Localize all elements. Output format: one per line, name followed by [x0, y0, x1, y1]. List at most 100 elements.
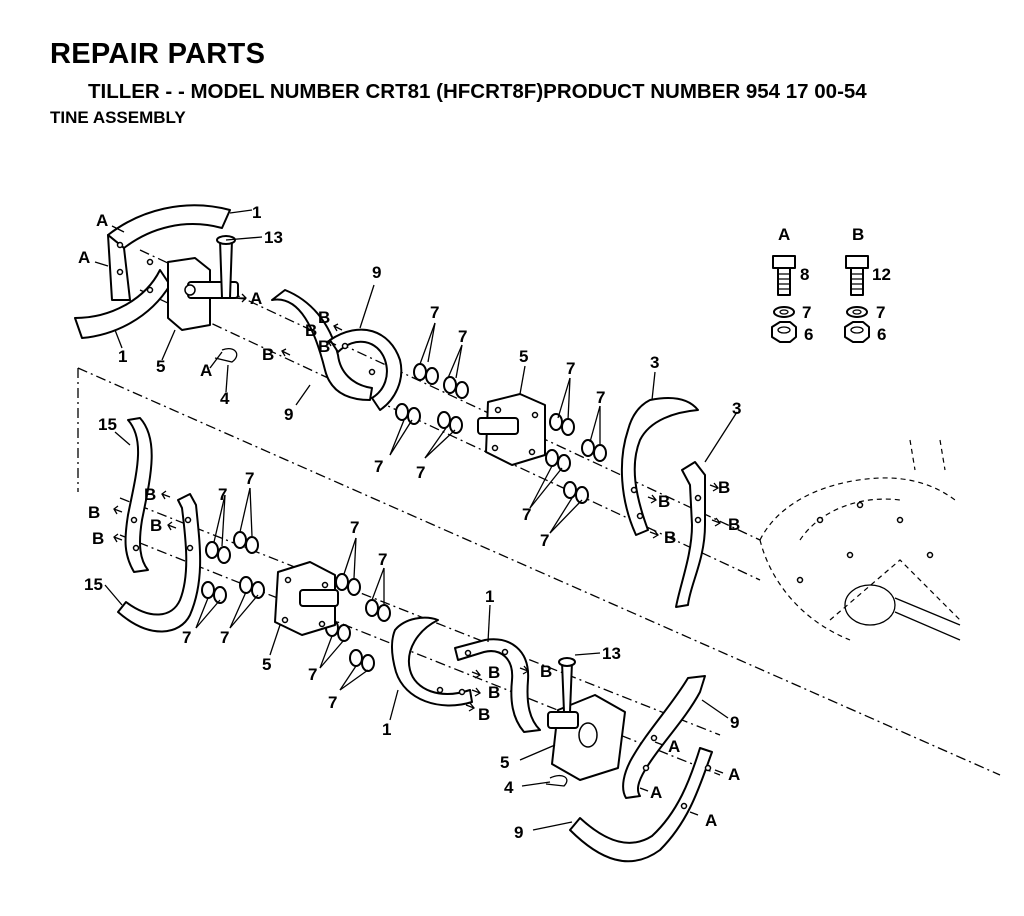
- callout-4: 4: [220, 389, 230, 408]
- section-title: TINE ASSEMBLY: [50, 108, 186, 127]
- callout-b: B: [664, 528, 676, 547]
- callout-9: 9: [284, 405, 293, 424]
- callout-a: A: [728, 765, 740, 784]
- callout-9: 9: [372, 263, 381, 282]
- callout-7: 7: [430, 303, 439, 322]
- callout-7: 7: [218, 485, 227, 504]
- callout-5: 5: [519, 347, 528, 366]
- callout-9: 9: [730, 713, 739, 732]
- callout-7: 7: [458, 327, 467, 346]
- callout-b: B: [318, 308, 330, 327]
- callout-b: B: [540, 662, 552, 681]
- callout-7: 7: [308, 665, 317, 684]
- callout-7: 7: [245, 469, 254, 488]
- callout-a: A: [650, 783, 662, 802]
- callout-4: 4: [504, 778, 514, 797]
- callout-7: 7: [220, 628, 229, 647]
- callout-1: 1: [118, 347, 127, 366]
- callout-b: B: [718, 478, 730, 497]
- callout-b: B: [478, 705, 490, 724]
- callout-b: B: [488, 683, 500, 702]
- callout-labels: 1 13 A A A 1 5 A 4 9 B B B B 9 7 7 5 7 7…: [78, 203, 741, 842]
- callout-7: 7: [378, 550, 387, 569]
- callout-a: A: [250, 289, 262, 308]
- arrow-markers: [113, 293, 724, 816]
- clevis-pin-13: [219, 239, 233, 299]
- nut-6-icon: [844, 321, 870, 343]
- bolt-8-icon: [772, 255, 796, 296]
- section-divider: [77, 367, 1001, 776]
- lower-middle-tines: [391, 616, 541, 733]
- callout-7: 7: [350, 518, 359, 537]
- hairpin-clip-4-lower: [545, 774, 568, 787]
- hub-plate-upper: [477, 393, 546, 466]
- callout-7: 7: [540, 531, 549, 550]
- callout-3: 3: [650, 353, 659, 372]
- clevis-pin-13-lower: [561, 661, 573, 713]
- callout-b: B: [88, 503, 100, 522]
- hairpin-clip-4: [214, 348, 238, 363]
- legend-bolt-a-number: 8: [800, 265, 809, 284]
- washers-upper-group: [395, 363, 607, 504]
- tine-1-lower-a: [391, 616, 473, 707]
- legend-washer-b-number: 7: [876, 303, 885, 322]
- upper-middle-tines: [271, 289, 403, 411]
- callout-b: B: [262, 345, 274, 364]
- callout-7: 7: [596, 388, 605, 407]
- callout-13: 13: [602, 644, 621, 663]
- callout-5: 5: [156, 357, 165, 376]
- tine-1-upper: [107, 204, 231, 249]
- page-title: REPAIR PARTS: [50, 38, 266, 70]
- bolt-12-icon: [845, 255, 869, 296]
- hub-plate-lower: [274, 561, 339, 636]
- callout-a: A: [78, 248, 90, 267]
- callout-13: 13: [264, 228, 283, 247]
- tiller-housing-outline: [759, 439, 961, 641]
- tine-3-a: [620, 397, 699, 536]
- callout-9: 9: [514, 823, 523, 842]
- callout-7: 7: [182, 628, 191, 647]
- callout-b: B: [305, 321, 317, 340]
- callout-15: 15: [98, 415, 117, 434]
- washer-7-icon: [773, 306, 795, 318]
- callout-7: 7: [566, 359, 575, 378]
- legend-bolt-b-number: 12: [872, 265, 891, 284]
- callout-b: B: [92, 529, 104, 548]
- hardware-legend: A B 8 12 7 7 6 6: [771, 225, 891, 344]
- tine-15-a: [124, 417, 153, 573]
- tine-9-a: [271, 289, 373, 401]
- callout-1: 1: [382, 720, 391, 739]
- callout-1: 1: [485, 587, 494, 606]
- tine-3-b: [675, 461, 706, 608]
- callout-7: 7: [328, 693, 337, 712]
- callout-a: A: [668, 737, 680, 756]
- callout-7: 7: [522, 505, 531, 524]
- tine-9-b: [329, 328, 403, 411]
- legend-letter-b: B: [852, 225, 864, 244]
- callout-a: A: [705, 811, 717, 830]
- upper-left-tine-assembly: [74, 204, 239, 363]
- legend-nut-a-number: 6: [804, 325, 813, 344]
- callout-5: 5: [500, 753, 509, 772]
- upper-right-tines: [620, 397, 706, 608]
- callout-a: A: [200, 361, 212, 380]
- lower-right-hub-assembly: [545, 657, 626, 787]
- tine-1-lower-b: [454, 638, 541, 733]
- legend-nut-b-number: 6: [877, 325, 886, 344]
- callout-b: B: [144, 485, 156, 504]
- callout-5: 5: [262, 655, 271, 674]
- callout-7: 7: [374, 457, 383, 476]
- tine-15-b: [117, 493, 202, 633]
- lower-right-tines: [569, 675, 713, 863]
- callout-7: 7: [416, 463, 425, 482]
- legend-letter-a: A: [778, 225, 790, 244]
- callout-b: B: [318, 337, 330, 356]
- callout-1: 1: [252, 203, 261, 222]
- legend-washer-a-number: 7: [802, 303, 811, 322]
- callout-b: B: [728, 515, 740, 534]
- callout-b: B: [150, 516, 162, 535]
- callout-3: 3: [732, 399, 741, 418]
- callout-a: A: [96, 211, 108, 230]
- nut-6-icon: [771, 321, 797, 343]
